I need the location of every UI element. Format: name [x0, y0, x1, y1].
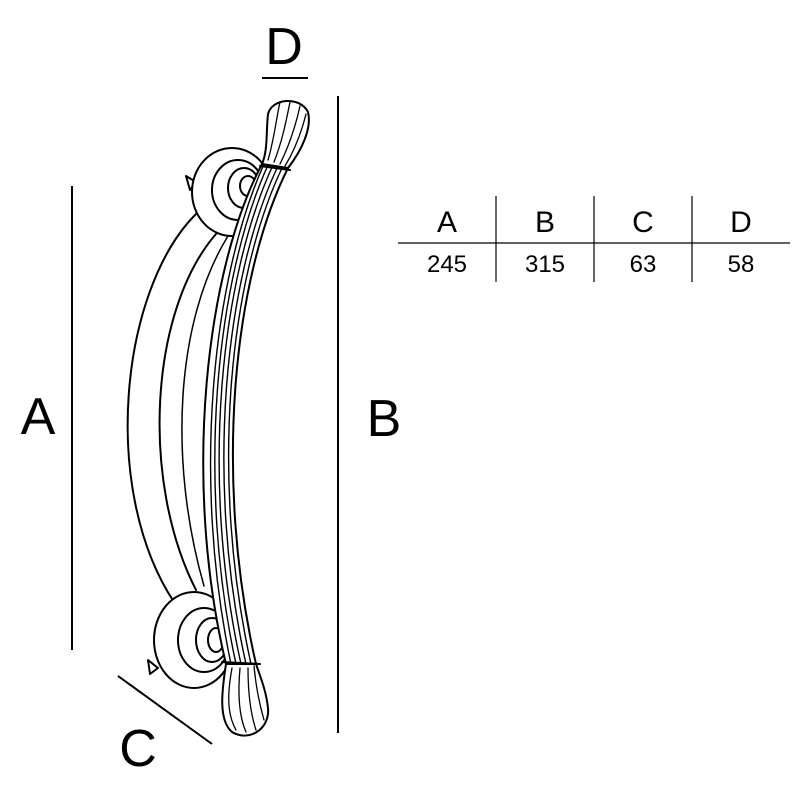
- table-value-b: 315: [525, 251, 565, 278]
- handle-back-arc: [126, 213, 197, 603]
- table-value-a: 245: [427, 251, 467, 278]
- table-header-c: C: [632, 206, 654, 239]
- top-finial: [259, 100, 310, 171]
- dimension-line-c: [117, 675, 213, 745]
- dimension-label-b: B: [367, 390, 402, 448]
- dimension-label-c: C: [119, 720, 157, 778]
- table-value-d: 58: [728, 251, 755, 278]
- table-header-d: D: [730, 206, 752, 239]
- handle-body-shade: [181, 235, 229, 587]
- table-header-b: B: [535, 206, 555, 239]
- table-header-a: A: [437, 206, 457, 239]
- bottom-finial: [221, 661, 270, 737]
- dimension-label-a: A: [21, 388, 56, 446]
- dimension-table: A B C D 245 315 63 58: [398, 196, 790, 282]
- handle-back-arc-inner: [158, 233, 217, 591]
- table-value-c: 63: [630, 251, 657, 278]
- dimension-label-d: D: [265, 18, 303, 76]
- handle-grip-flutes: [209, 163, 284, 665]
- handle-illustration: [126, 100, 310, 737]
